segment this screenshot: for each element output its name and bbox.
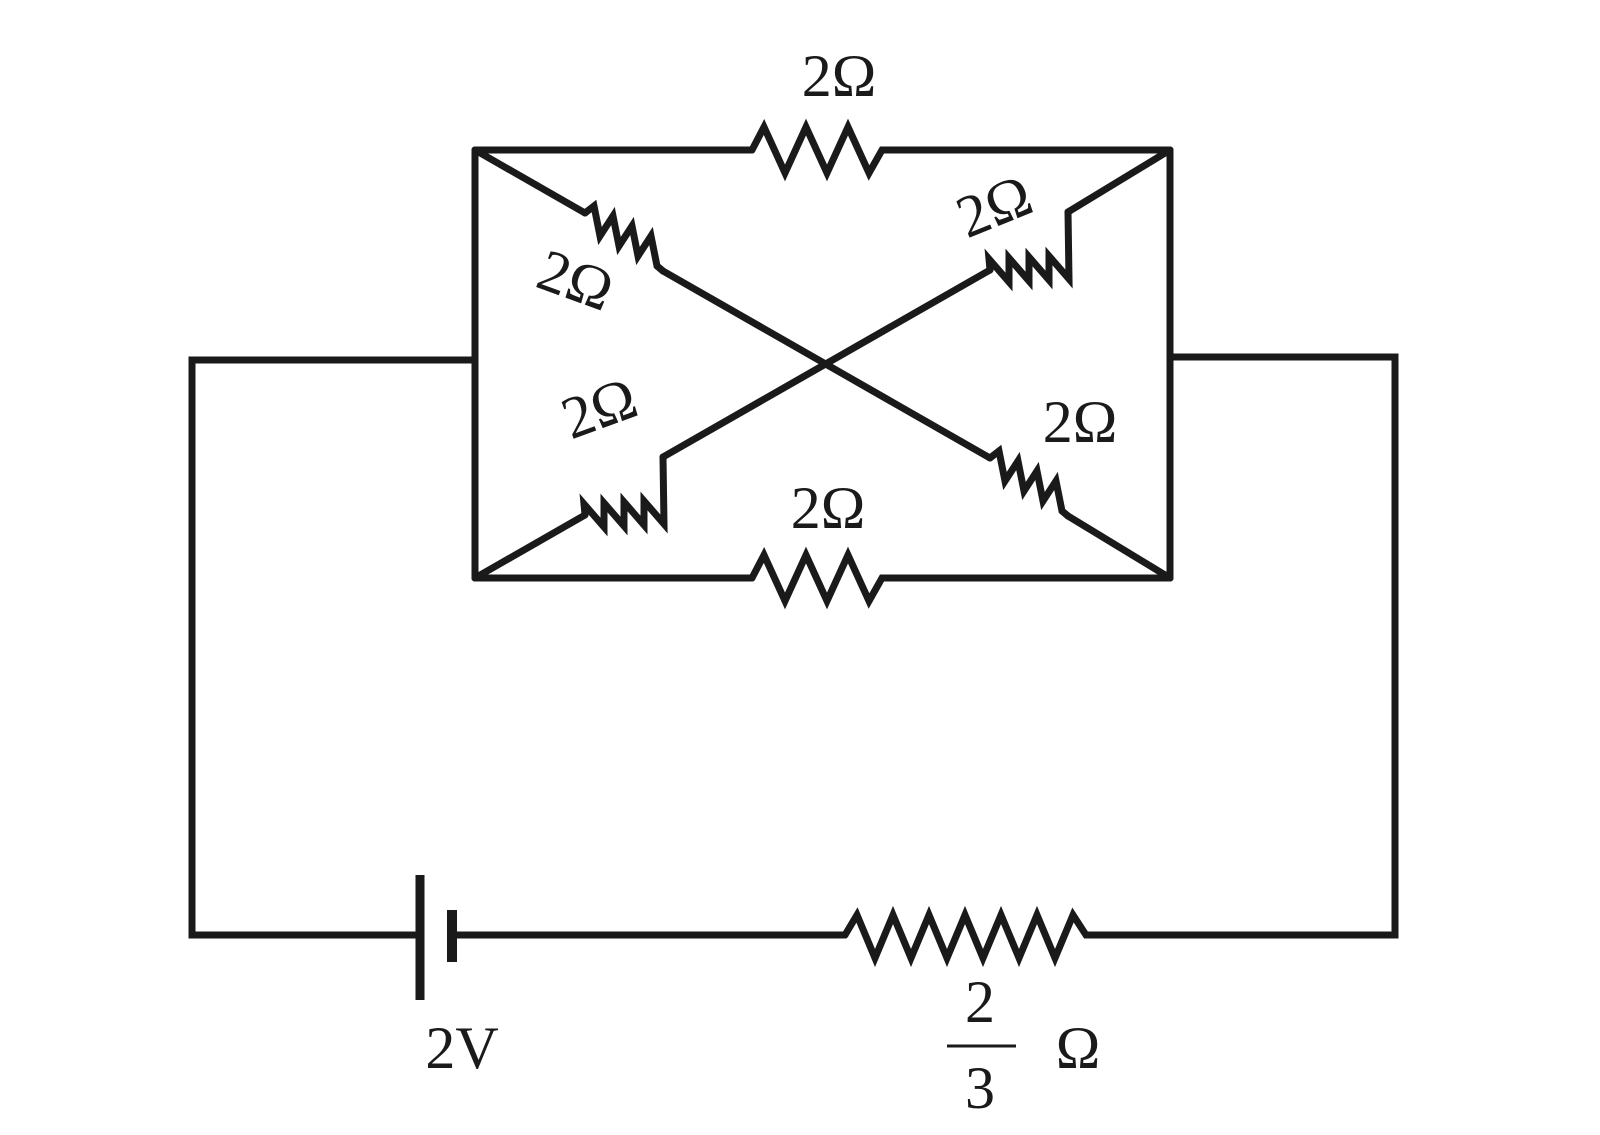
- label-resistor-bottom: 2Ω: [791, 475, 866, 541]
- label-external-unit: Ω: [1056, 1015, 1101, 1081]
- label-resistor-diag-bottom-left: 2Ω: [553, 364, 646, 452]
- label-external-numerator: 2: [965, 969, 995, 1035]
- diagonal-bl-tr-wire-1: [471, 511, 589, 582]
- diagonal-tl-br-wire-1: [471, 146, 589, 217]
- diagonal-tl-br-wire-3: [1064, 512, 1174, 582]
- outer-right-wire: [1094, 353, 1399, 939]
- resistor-diag-top-right: [984, 208, 1073, 292]
- resistor-diag-bottom-right: [986, 444, 1072, 520]
- diagonal-bl-tr-wire-3: [1064, 146, 1174, 216]
- diagonal-bl-tr-wire-2: [659, 266, 994, 461]
- resistor-external: [841, 905, 1102, 968]
- label-resistor-diag-top-left: 2Ω: [529, 236, 622, 324]
- outer-left-wire: [188, 356, 479, 939]
- label-resistor-diag-bottom-right: 2Ω: [1043, 389, 1118, 455]
- resistor-diag-top-left: [581, 199, 667, 275]
- label-external-denominator: 3: [965, 1055, 995, 1121]
- resistor-diag-bottom-left: [579, 453, 668, 537]
- resistor-top: [748, 118, 899, 182]
- label-battery: 2V: [425, 1015, 498, 1081]
- label-resistor-diag-top-right: 2Ω: [947, 162, 1041, 251]
- label-resistor-top: 2Ω: [802, 43, 877, 109]
- resistor-bottom: [748, 546, 899, 610]
